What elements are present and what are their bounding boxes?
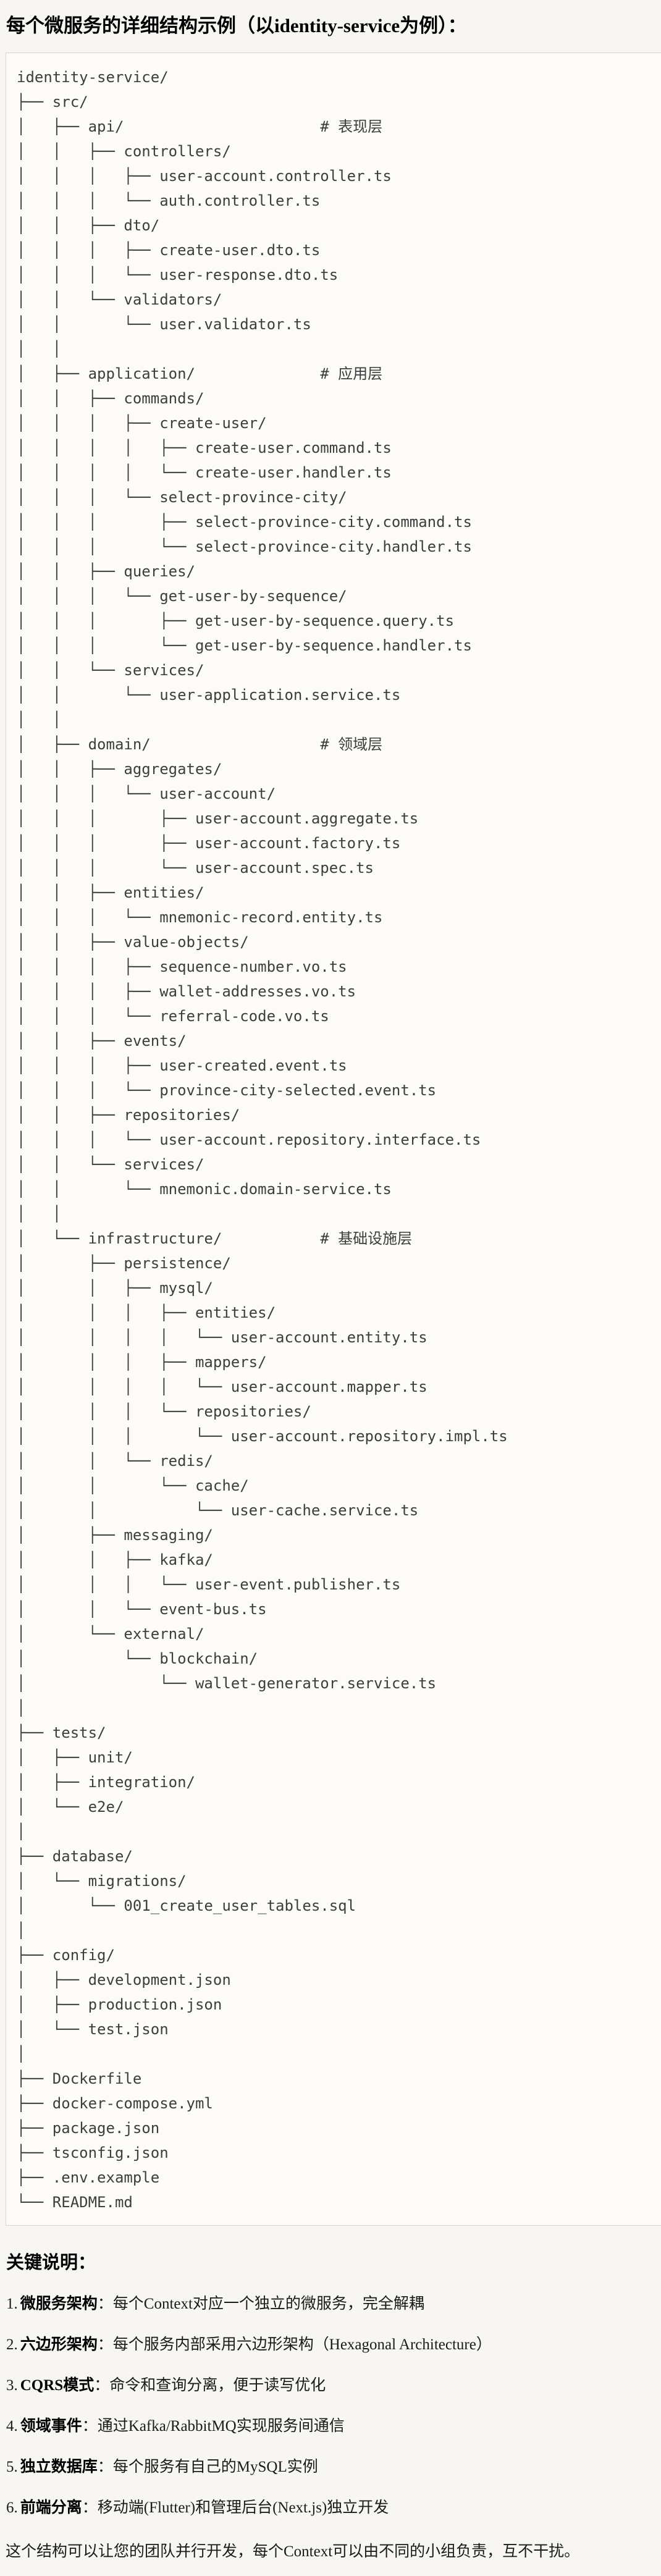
note-item-1: 1.微服务架构：每个Context对应一个独立的微服务，完全解耦 — [6, 2293, 656, 2315]
note-number: 4. — [6, 2418, 18, 2435]
note-number: 1. — [6, 2296, 18, 2312]
note-desc: ：通过Kafka/RabbitMQ实现服务间通信 — [82, 2418, 345, 2435]
footer-paragraph: 这个结构可以让您的团队并行开发，每个Context可以由不同的小组负责，互不干扰… — [6, 2543, 580, 2560]
note-desc: ：每个Context对应一个独立的微服务，完全解耦 — [97, 2296, 424, 2312]
note-desc: ：移动端(Flutter)和管理后台(Next.js)独立开发 — [82, 2499, 389, 2516]
note-number: 2. — [6, 2336, 18, 2353]
note-term: 微服务架构 — [20, 2296, 98, 2312]
note-number: 3. — [6, 2377, 18, 2394]
note-desc: ：每个服务有自己的MySQL实例 — [97, 2459, 318, 2475]
note-term: 领域事件 — [20, 2418, 82, 2435]
note-term: 前端分离 — [20, 2499, 82, 2516]
note-item-5: 5.独立数据库：每个服务有自己的MySQL实例 — [6, 2456, 656, 2478]
note-item-2: 2.六边形架构：每个服务内部采用六边形架构（Hexagonal Architec… — [6, 2334, 656, 2355]
document-page: 每个微服务的详细结构示例（以identity-service为例）： ident… — [0, 10, 661, 2562]
page-title: 每个微服务的详细结构示例（以identity-service为例）： — [6, 15, 467, 36]
note-desc: ：命令和查询分离，便于读写优化 — [94, 2377, 326, 2394]
note-item-4: 4.领域事件：通过Kafka/RabbitMQ实现服务间通信 — [6, 2415, 656, 2437]
note-item-3: 3.CQRS模式：命令和查询分离，便于读写优化 — [6, 2375, 656, 2396]
note-term: 六边形架构 — [20, 2336, 98, 2353]
note-term: 独立数据库 — [20, 2459, 98, 2475]
note-desc: ：每个服务内部采用六边形架构（Hexagonal Architecture） — [97, 2336, 492, 2353]
note-number: 5. — [6, 2459, 18, 2475]
note-item-6: 6.前端分离：移动端(Flutter)和管理后台(Next.js)独立开发 — [6, 2497, 656, 2519]
note-term: CQRS模式 — [20, 2377, 95, 2394]
notes-heading: 关键说明： — [6, 2253, 96, 2273]
code-block: identity-service/ ├── src/ │ ├── api/ # … — [6, 53, 661, 2226]
note-number: 6. — [6, 2499, 18, 2516]
directory-tree: identity-service/ ├── src/ │ ├── api/ # … — [17, 69, 508, 2211]
